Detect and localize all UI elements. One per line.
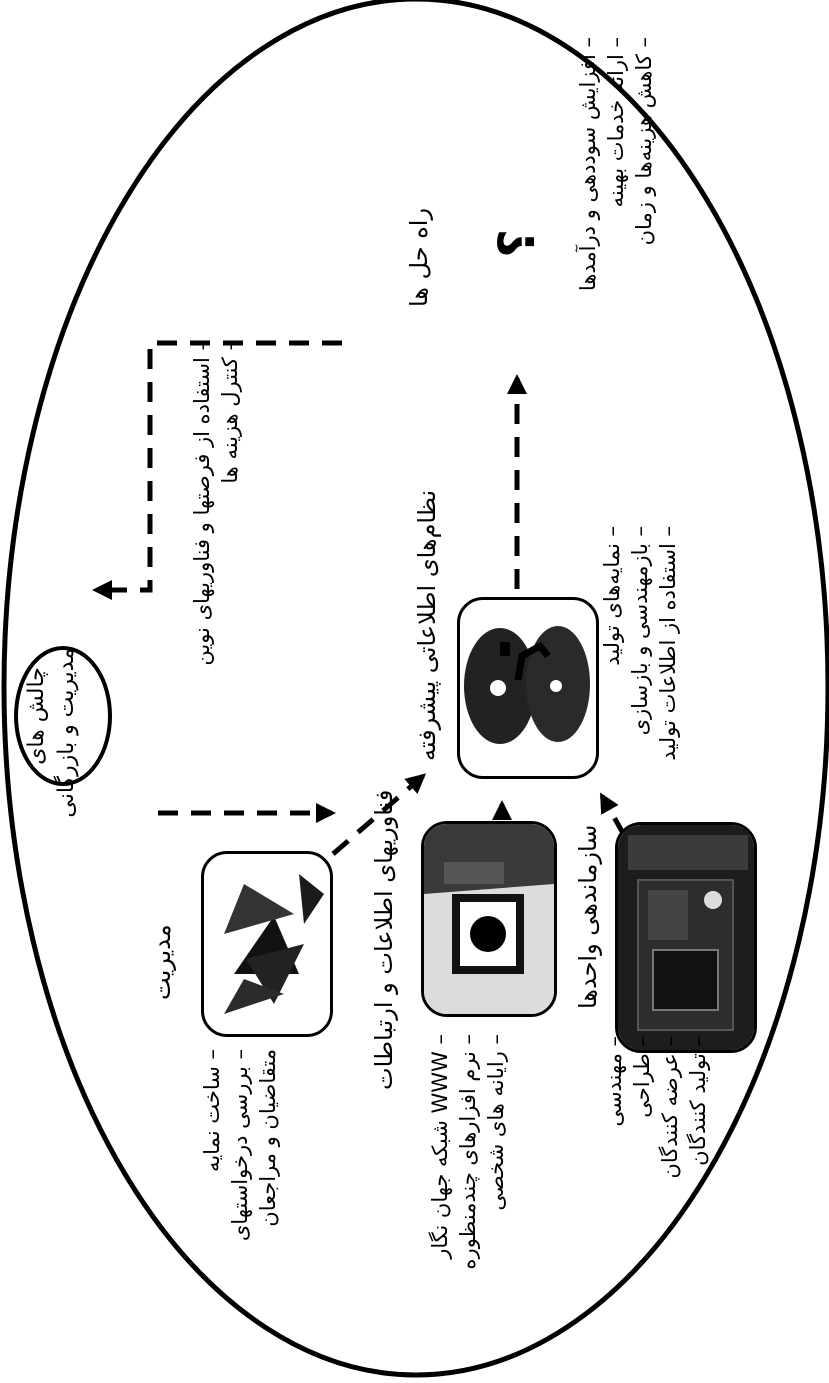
management-item: متقاضیان و مراجعان	[256, 1049, 280, 1227]
organizing-photo	[615, 822, 757, 1053]
machinery-image	[618, 825, 754, 1050]
solutions-label: راه حل ها	[405, 207, 433, 307]
ict-title: فناوریهای اطلاعات و ارتباطات	[370, 789, 398, 1090]
challenge-line1: چالش های	[24, 667, 49, 765]
management-items-list: – ساخت نمایه – بررسی درخواستهای متقاضیان…	[198, 1049, 282, 1309]
outcome-item: – ارائه خدمات بهینه	[604, 37, 628, 208]
opportunities-list: – استفاده از فرصتها و فناوریهای نوین – ک…	[188, 340, 244, 732]
organizing-title: سازماندهی واحدها	[574, 824, 602, 1009]
organizing-item: – طراحی	[630, 1036, 654, 1118]
center-item: – بازمهندسی و بازسازی	[628, 526, 652, 736]
center-items-list: – نمایه‌های تولید – بازمهندسی و بازسازی …	[598, 526, 682, 861]
challenge-line2: مدیریت و بازرگانی	[54, 648, 79, 818]
management-photo	[201, 851, 333, 1037]
management-item: – ساخت نمایه	[200, 1049, 224, 1172]
advanced-systems-photo	[457, 597, 599, 779]
ict-photo	[421, 821, 557, 1017]
management-title: مدیریت	[148, 924, 176, 1000]
outcome-item: – افزایش سوددهی و درآمدها	[576, 37, 600, 292]
outcomes-list: – افزایش سوددهی و درآمدها – ارائه خدمات …	[574, 37, 658, 397]
opportunity-item: – استفاده از فرصتها و فناوریهای نوین	[190, 340, 214, 666]
ict-items-list: – WWW شبکه جهان نگار – نرم افزارهای چندم…	[426, 1034, 510, 1339]
opportunity-item: – کنترل هزینه ها	[218, 340, 242, 484]
center-title: نظام‌های اطلاعاتی پیشرفته	[413, 489, 441, 761]
challenge-text: چالش های مدیریت و بازرگانی	[22, 648, 82, 818]
center-item: – نمایه‌های تولید	[600, 526, 624, 666]
center-item: – استفاده از اطلاعات تولید	[656, 526, 680, 761]
organizing-item: – عرضه کنندگان	[658, 1036, 682, 1179]
organizing-item: – مهندسی	[602, 1036, 626, 1127]
outcome-item: – کاهش هزینه‌ها و زمان	[632, 37, 656, 246]
pie-shapes-image	[224, 874, 324, 1014]
ict-item: – نرم افزارهای چندمنظوره	[456, 1034, 480, 1270]
computer-image	[424, 824, 554, 1014]
management-item: – بررسی درخواستهای	[228, 1049, 252, 1242]
challenge-oval	[14, 646, 112, 786]
organizing-items-list: – مهندسی – طراحی – عرضه کنندگان – تولید …	[600, 1036, 712, 1211]
ict-item: – WWW شبکه جهان نگار	[428, 1034, 452, 1259]
solutions-question-mark: ؟	[488, 228, 546, 258]
arrow-solutions-to-challenge	[92, 340, 342, 600]
organizing-item: – تولید کنندگان	[686, 1036, 710, 1166]
ict-item: – رایانه های شخصی	[484, 1034, 508, 1211]
discs-image	[464, 626, 590, 744]
